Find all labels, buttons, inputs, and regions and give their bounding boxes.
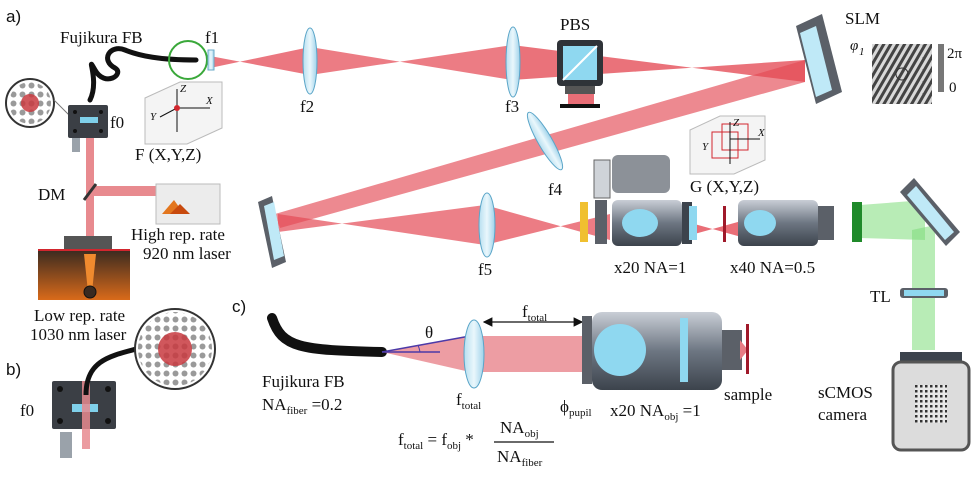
laser-high-line1: High rep. rate [131,225,225,244]
scmos-camera [891,352,971,452]
panel-c-equation: ftotal = fobj * NAobj NAfiber [398,418,554,469]
f0-mount [68,105,108,152]
slm-phase-center [895,67,909,81]
f3-label: f3 [505,97,519,116]
camera-label-line2: camera [818,405,868,424]
f4-label: f4 [548,180,563,199]
panel-c-objective-label: x20 NAobj =1 [610,401,701,423]
slm-device [796,14,842,104]
panel-b-bundle-cross-section [134,308,216,390]
dm-label: DM [38,185,65,204]
objective-1 [580,200,697,246]
emission-filter [852,202,862,242]
slm-scale-max: 2π [947,46,963,62]
beam-dm-to-laser [90,186,160,196]
equation-numerator: NAobj [500,418,539,440]
intermediate-aperture [723,206,726,242]
equation-lhs: ftotal = fobj * [398,430,474,452]
fiber-label: Fujikura FB [60,28,143,47]
laser-low-line2: 1030 nm laser [30,325,127,344]
stage-f-axis-y: Y [150,111,158,123]
fold-mirror [900,178,960,246]
f5-label: f5 [478,260,492,279]
panel-c-ray-top [381,335,471,353]
panel-b-f0-label: f0 [20,401,34,420]
fiber-cable [87,46,199,103]
panel-c-theta: θ [425,323,433,342]
f2-lens [302,27,318,95]
slm-phase-pattern [872,44,932,104]
panel-c-sample-label: sample [724,385,772,404]
stage-f-axis-z: Z [180,83,187,95]
beam-f2-f3 [310,45,512,80]
f2-label: f2 [300,97,314,116]
laser-high-box [155,183,221,225]
stage-g-axis-y: Y [702,141,710,153]
panel-b-f0-mount [52,381,116,458]
objective-1-label: x20 NA=1 [614,258,686,277]
panel-c-objective [582,312,742,390]
laser-high-line2: 920 nm laser [143,244,231,263]
stage-g-label: G (X,Y,Z) [690,177,759,196]
equation-denominator: NAfiber [497,447,543,469]
objective-clamp [593,159,611,199]
objective-2 [738,200,834,246]
panel-c-focus-cone [740,340,748,360]
laser-low-box [38,236,130,300]
panel-c-fiber-label: Fujikura FB [262,372,345,391]
fiber-tip-highlight [168,40,208,80]
f1-label: f1 [205,28,219,47]
fiber-bundle-cross-section [5,78,73,128]
objective-2-label: x40 NA=0.5 [730,258,815,277]
slm-label: SLM [845,9,880,28]
panel-c-sample [746,324,749,374]
panel-label-c: c) [232,297,246,316]
stage-f-label: F (X,Y,Z) [135,145,201,164]
camera-label-line1: sCMOS [818,383,873,402]
slm-colorbar [938,44,944,92]
laser-low-line1: Low rep. rate [34,306,125,325]
panel-c-ftotal-lens-label: ftotal [456,390,481,412]
panel-c-ftotal-top: ftotal [522,302,547,324]
slm-scale-min: 0 [949,80,957,96]
panel-label-b: b) [6,360,21,379]
lower-mirror [258,196,286,268]
beam-green-vertical [912,225,935,350]
panel-c-angle-arc [417,344,421,353]
panel-c-ftotal-lens [463,319,485,389]
f3-lens [505,26,521,98]
beam-fiber-to-pbs [210,47,310,75]
pbs-cube [557,40,603,108]
stage-g-axis-x: X [757,127,766,139]
tube-lens-glass [904,290,944,296]
stage-f-axis-x: X [205,95,214,107]
beam-green-horizontal [860,200,925,240]
f0-label: f0 [110,113,124,132]
f4-lens [526,111,564,171]
panel-b-fiber [83,345,141,396]
panel-c-pupil: ϕpupil [560,397,592,419]
panel-c-cone [382,336,470,372]
dichroic-mirror [82,183,98,201]
stage-g-cube [689,115,766,175]
beam-mirror-to-f5 [278,205,485,245]
stage-f-cube [144,81,223,145]
tl-label: TL [870,287,891,306]
panel-c-beam [475,336,590,372]
stage-g-axis-z: Z [733,117,740,129]
slm-phase-symbol: φ [850,38,858,54]
pbs-label: PBS [560,15,590,34]
beam-f5-to-objective [485,205,610,245]
slm-phase-subscript: 1 [859,46,865,58]
f1-lens [207,49,215,71]
f5-lens [478,192,496,258]
panel-c-fiber [267,313,387,357]
panel-c-na-fiber: NAfiber =0.2 [262,395,342,417]
panel-label-a: a) [6,7,21,26]
objective-housing [612,155,670,193]
